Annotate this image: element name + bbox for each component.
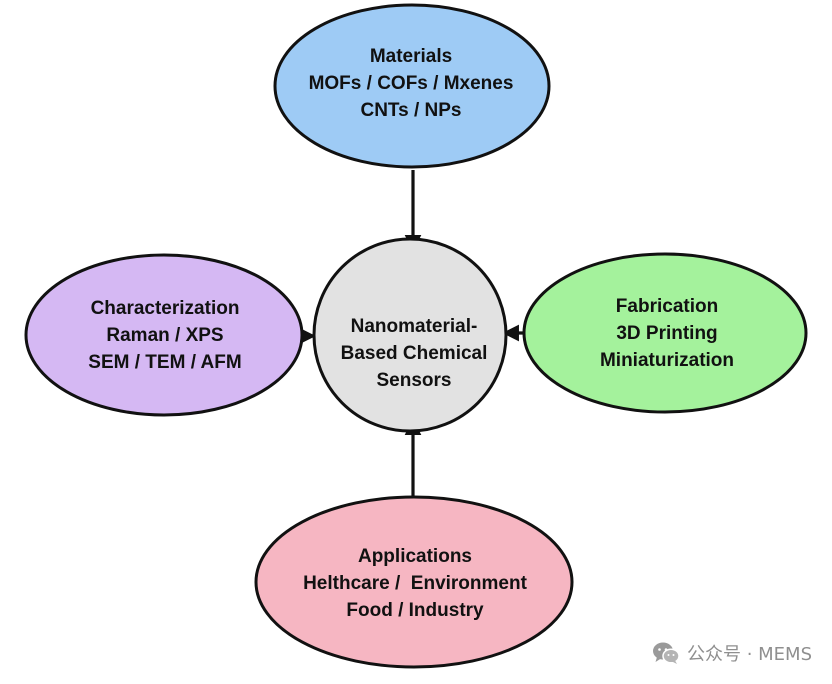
materials-line-1: MOFs / COFs / Mxenes [308, 73, 514, 94]
fabrication-title: Fabrication [615, 296, 719, 317]
characterization-line-2: SEM / TEM / AFM [88, 352, 242, 373]
center-line-1: Nanomaterial- [350, 316, 478, 337]
applications-label: Applications Helthcare / Environment Foo… [262, 543, 568, 624]
center-circle [312, 237, 508, 433]
characterization-label: Characterization Raman / XPS SEM / TEM /… [40, 295, 290, 376]
center-line-3: Sensors [376, 370, 452, 391]
center-label: Nanomaterial- Based Chemical Sensors [316, 313, 512, 394]
watermark-text: 公众号 · MEMS [686, 644, 812, 665]
fabrication-label: Fabrication 3D Printing Miniaturization [548, 293, 786, 374]
applications-title: Applications [357, 546, 472, 567]
applications-line-2: Food / Industry [346, 600, 484, 621]
materials-title: Materials [369, 46, 453, 67]
materials-ellipse [273, 3, 551, 169]
fabrication-line-1: 3D Printing [616, 323, 718, 344]
fabrication-ellipse [522, 252, 808, 414]
applications-ellipse [254, 495, 574, 669]
characterization-ellipse [24, 253, 304, 417]
materials-line-2: CNTs / NPs [360, 100, 462, 121]
center-line-2: Based Chemical [340, 343, 488, 364]
wechat-icon [652, 642, 680, 664]
characterization-line-1: Raman / XPS [106, 325, 224, 346]
characterization-title: Characterization [90, 298, 240, 319]
materials-label: Materials MOFs / COFs / Mxenes CNTs / NP… [280, 43, 542, 124]
applications-line-1: Helthcare / Environment [303, 573, 527, 594]
fabrication-line-2: Miniaturization [599, 350, 735, 371]
watermark: 公众号 · MEMS [652, 640, 812, 666]
